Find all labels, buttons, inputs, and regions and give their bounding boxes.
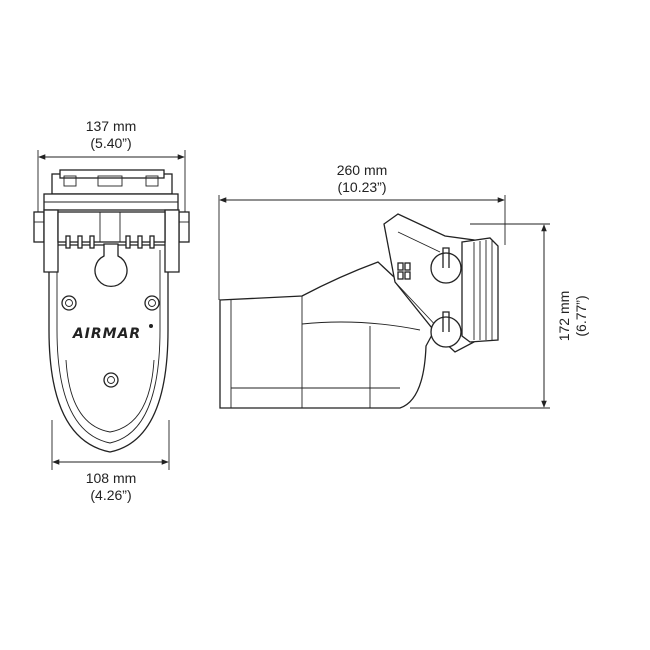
bracket-arm-right [164, 209, 180, 273]
logo-registered-mark [149, 324, 153, 328]
front-body-outline [48, 244, 169, 453]
bottom-width-metric-label: 108 mm [86, 470, 137, 486]
side-body-outline [219, 261, 441, 409]
front-view: 137 mm (5.40”) [33, 118, 190, 503]
bracket-slot-right [145, 175, 159, 187]
height-imperial-label: (6.77”) [573, 295, 589, 336]
height-metric-label: 172 mm [556, 291, 572, 342]
upper-adjust-knob [430, 247, 462, 284]
bracket-top-cap [59, 169, 165, 179]
bracket-ribs [65, 235, 155, 249]
airmar-logo: AIRMAR [72, 326, 141, 342]
bracket-arm-left [43, 209, 59, 273]
side-bracket-slope-line [394, 281, 441, 331]
side-body-curve-line [301, 321, 421, 331]
bracket-crossbar [57, 211, 166, 243]
side-view: 260 mm (10.23”) 172 mm (6.77”) [218, 162, 589, 409]
screw-right [144, 295, 160, 311]
pivot-bolt-right [178, 211, 190, 243]
length-metric-label: 260 mm [337, 162, 388, 178]
top-width-imperial-label: (5.40”) [90, 135, 131, 151]
length-imperial-label: (10.23”) [337, 179, 386, 195]
front-body-inner-line [65, 359, 155, 433]
pivot-bolt-left [33, 211, 45, 243]
screw-bottom [103, 372, 119, 388]
bracket-slot-left [63, 175, 77, 187]
bottom-width-imperial-label: (4.26”) [90, 487, 131, 503]
top-width-metric-label: 137 mm [86, 118, 137, 134]
indicator-tabs [397, 262, 411, 280]
side-bracket-inner-line [397, 231, 441, 253]
lower-adjust-knob [430, 311, 462, 348]
front-body-inner-outline [56, 250, 161, 444]
bracket-slot-center [97, 175, 123, 187]
cable-keyhole [94, 243, 128, 288]
screw-left [61, 295, 77, 311]
rear-mount-ribs [473, 240, 493, 340]
